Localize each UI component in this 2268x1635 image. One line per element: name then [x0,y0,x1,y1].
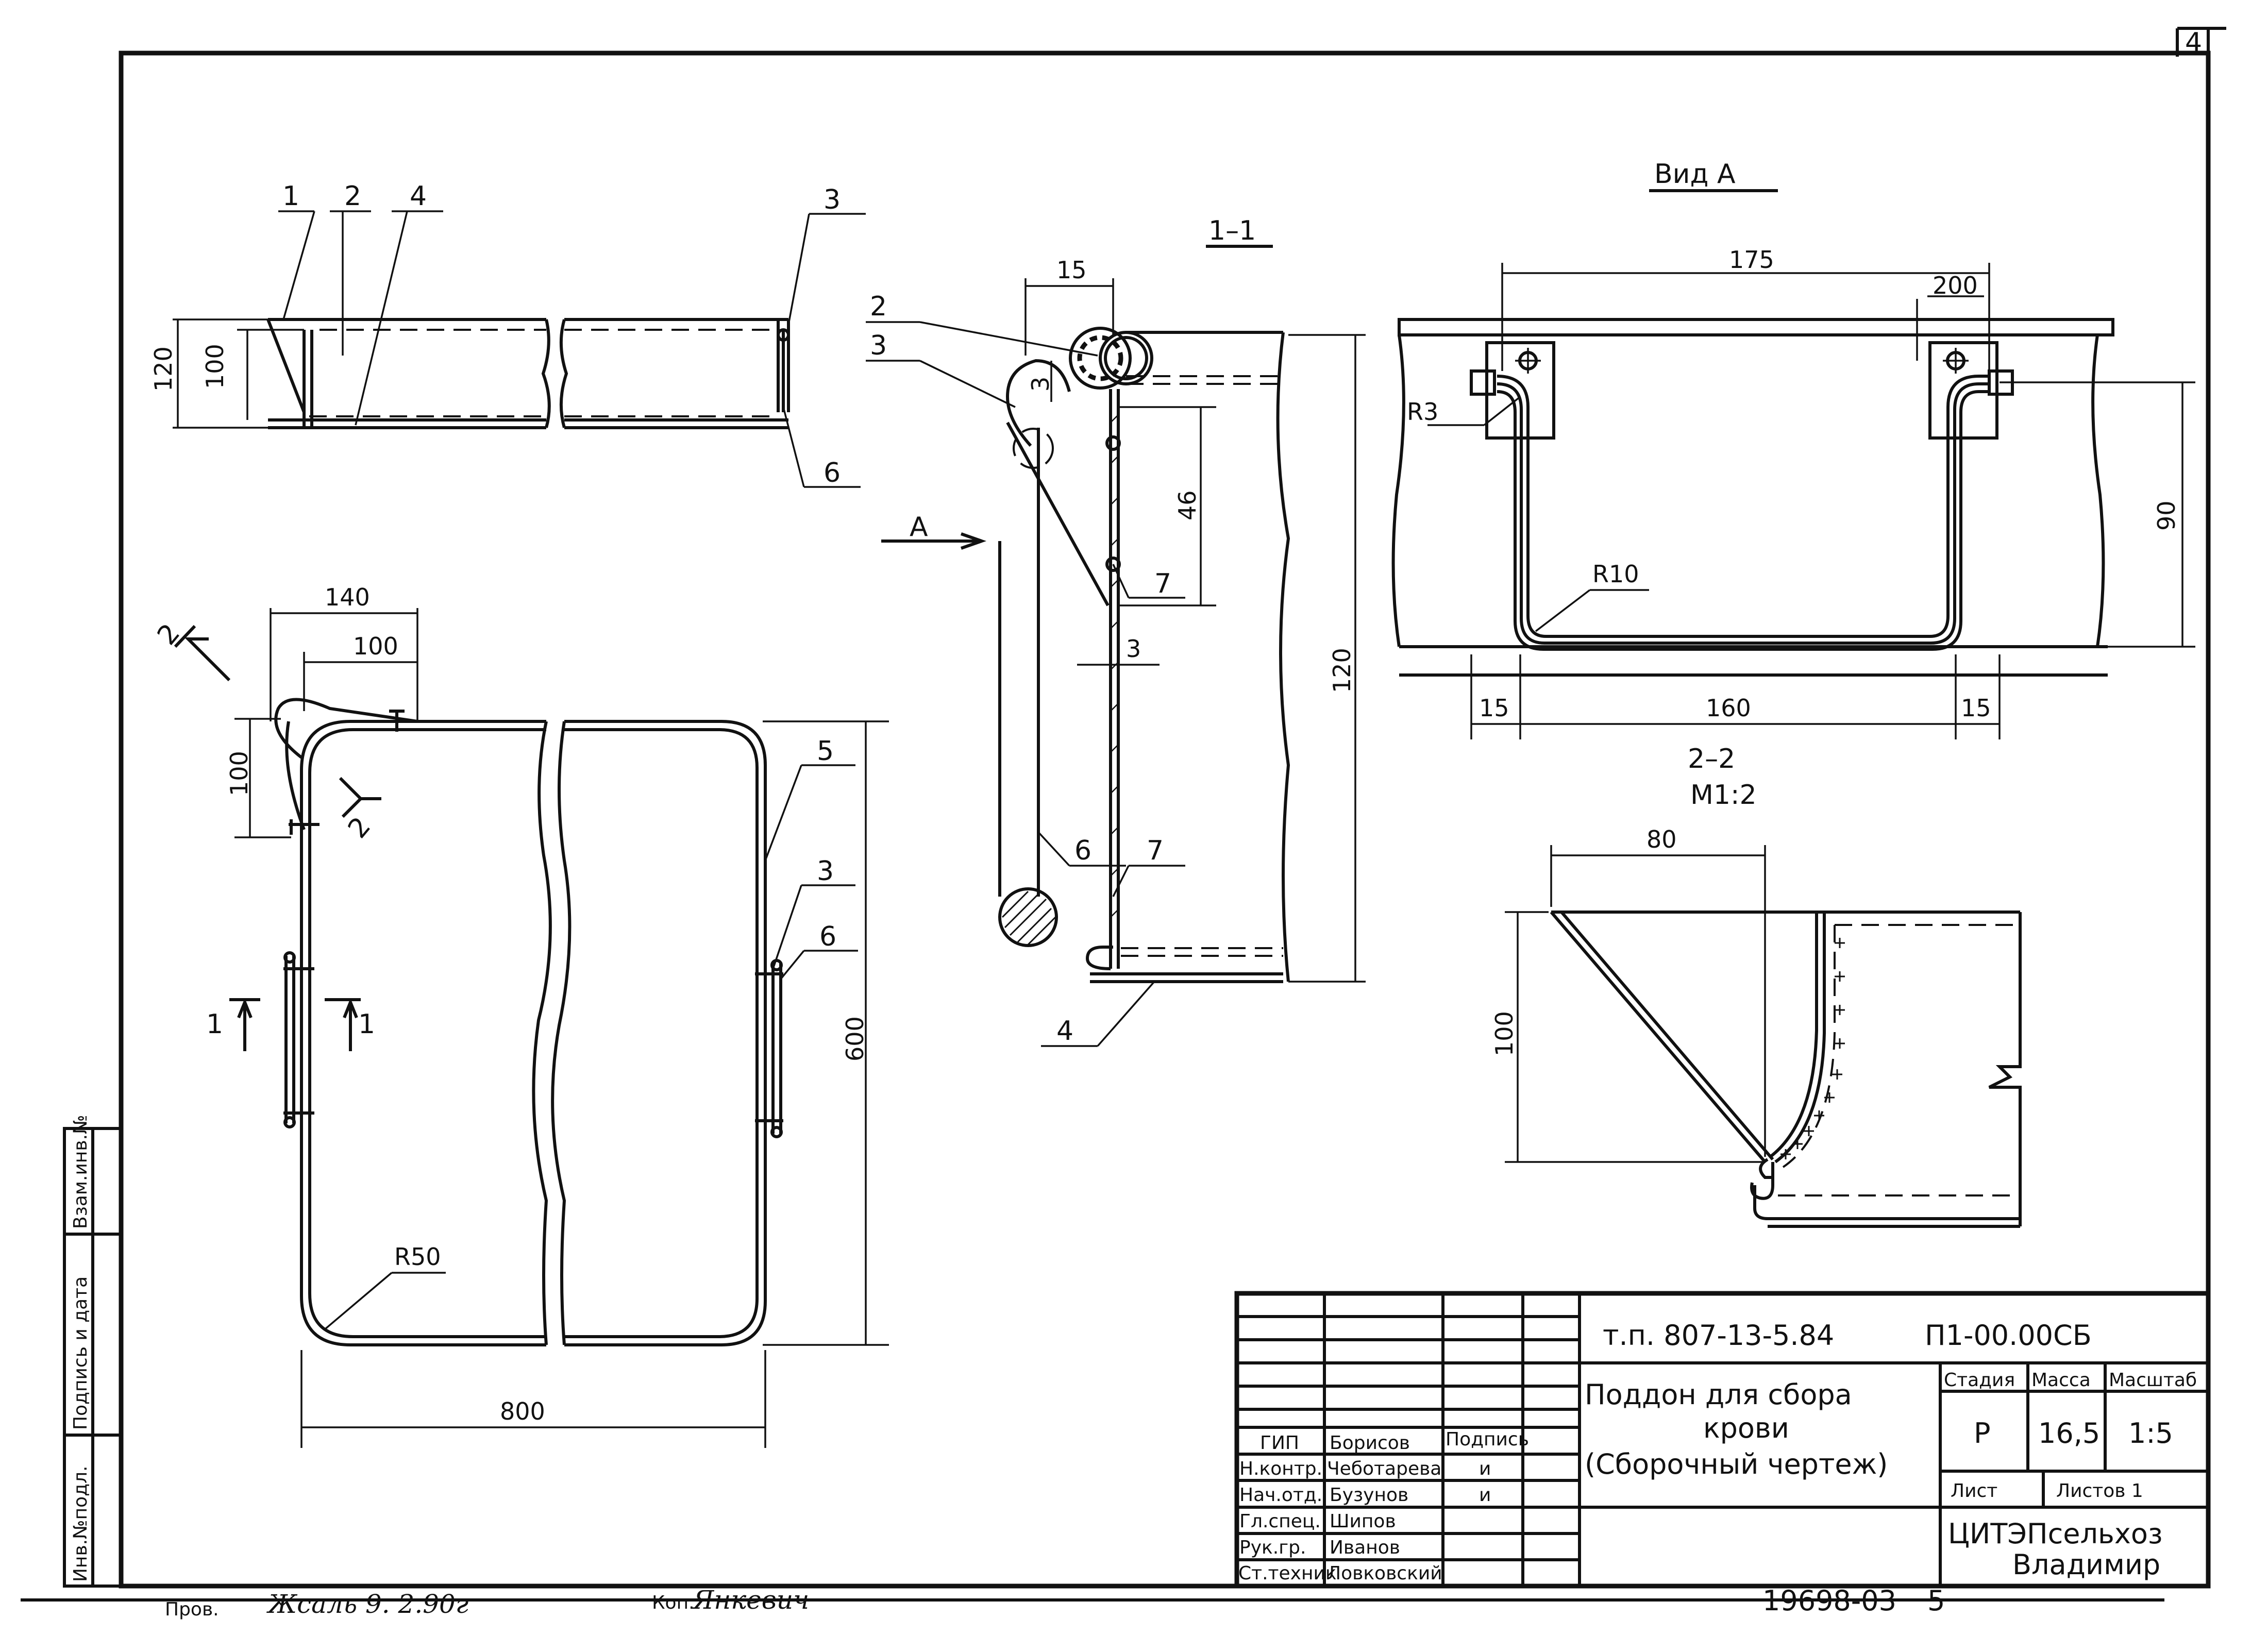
callout-plan-6: 6 [819,921,836,952]
mass-header: Масса [2031,1370,2091,1391]
dim-s22-100: 100 [1490,1011,1518,1056]
mass-value: 16,5 [2038,1417,2100,1449]
cut-mark-1-left: 1 [206,1009,223,1040]
scale-value: 1:5 [2128,1417,2173,1449]
callout-plan-5: 5 [817,736,834,767]
dim-va-200: 200 [1933,272,1978,299]
dim-sec-120: 120 [1328,648,1356,693]
doc-number: т.п. 807-13-5.84 [1603,1319,1834,1352]
name-nachotd: Бузунов [1330,1485,1408,1506]
name-gip: Борисов [1330,1432,1410,1454]
dim-va-15-right: 15 [1961,694,1991,722]
section-2-2-scale: М1:2 [1690,780,1757,811]
callout-sec-7-bottom: 7 [1147,835,1164,866]
callout-sec-7-top: 7 [1154,568,1171,599]
cut-mark-2-top: 2 [152,618,186,651]
sig-nachotd: и [1479,1485,1491,1506]
title-line-3: (Сборочный чертеж) [1585,1448,1888,1480]
top-view-callouts [278,210,866,488]
name-sttech: Ловковский [1327,1563,1442,1584]
dim-plan-600: 600 [841,1016,869,1061]
page-number: 5 [1927,1585,1945,1617]
role-nkontr: Н.контр. [1239,1458,1322,1479]
role-gip: ГИП [1260,1432,1299,1454]
dim-plan-100-h: 100 [353,632,398,660]
sheet-label: Лист [1951,1480,1997,1502]
section-2-2-title: 2–2 [1688,744,1735,774]
dim-va-r3: R3 [1407,398,1438,426]
drawing-code: П1-00.00СБ [1925,1319,2092,1352]
stage-value: Р [1974,1417,1991,1449]
plan-view [174,608,889,1448]
org-line-2: Владимир [2012,1548,2160,1581]
dim-va-15-left: 15 [1479,694,1509,722]
section-1-1-title: 1–1 [1208,215,1256,246]
side-label-signature-date: Подпись и дата [70,1276,91,1430]
signature-header: Подпись [1446,1429,1529,1450]
title-line-2: крови [1703,1412,1789,1444]
cut-mark-1-right: 1 [358,1009,375,1040]
callout-sec-4: 4 [1056,1016,1073,1047]
stage-header: Стадия [1944,1370,2015,1391]
top-view [173,318,790,429]
callout-top-6: 6 [824,458,841,488]
dim-sec-15: 15 [1056,256,1087,284]
callout-plan-3: 3 [817,856,834,887]
callout-top-1: 1 [282,181,299,212]
view-a-title: Вид А [1654,159,1736,190]
cut-mark-2-bottom: 2 [342,811,377,844]
sheets-label: Листов 1 [2056,1480,2143,1502]
side-label-inv: Инв.№подл. [70,1466,91,1582]
callout-sec-3: 3 [870,330,887,361]
dim-plan-800: 800 [500,1397,545,1425]
dim-sec-46: 46 [1173,490,1201,520]
callout-top-3: 3 [824,184,841,215]
name-rukgr: Иванов [1330,1537,1400,1558]
role-glspec: Гл.спец. [1239,1511,1321,1532]
side-label-replacement: Взам.инв.№ [70,1115,91,1229]
dim-top-100: 100 [201,344,229,389]
dim-plan-140: 140 [325,583,370,611]
title-block [1234,1291,2211,1589]
title-line-1: Поддон для сбора [1585,1378,1852,1411]
dim-plan-r50: R50 [394,1243,441,1271]
dim-sec-3-top: 3 [1027,377,1054,392]
dim-plan-100-v: 100 [225,751,253,796]
view-a-arrow-label: А [910,512,928,543]
dim-va-90: 90 [2153,500,2180,531]
org-line-1: ЦИТЭПсельхоз [1948,1518,2163,1550]
name-nkontr: Чеботарева [1327,1458,1441,1479]
callout-sec-2: 2 [870,291,887,322]
dim-sec-3-mid: 3 [1126,635,1141,663]
dim-top-120: 120 [149,346,177,392]
dim-va-175: 175 [1729,246,1774,274]
dim-va-160: 160 [1706,694,1751,722]
checked-sign: Жсаль 9. 2.90г [266,1589,468,1619]
role-rukgr: Рук.гр. [1239,1537,1306,1558]
name-glspec: Шипов [1330,1511,1396,1532]
section-1-1 [866,245,1366,1047]
section-2-2 [1505,845,2022,1228]
archive-number: 19698-03 [1762,1585,1896,1617]
sig-nkontr: и [1479,1458,1491,1479]
dim-s22-80: 80 [1647,825,1677,853]
copied-sign: Янкевич [692,1585,809,1615]
dim-va-r10: R10 [1592,560,1639,588]
callout-top-2: 2 [344,181,361,212]
view-a [1391,189,2195,739]
callout-sec-6: 6 [1074,835,1091,866]
role-nachotd: Нач.отд. [1239,1485,1322,1506]
callout-top-4: 4 [410,181,427,212]
sheet-corner-number: 4 [2185,27,2202,58]
role-sttech: Ст.техник [1238,1563,1337,1584]
weld-marks [1780,938,1845,1159]
copied-label: Коп. [652,1592,695,1613]
scale-header: Масштаб [2109,1370,2197,1391]
checked-label: Пров. [165,1599,219,1620]
